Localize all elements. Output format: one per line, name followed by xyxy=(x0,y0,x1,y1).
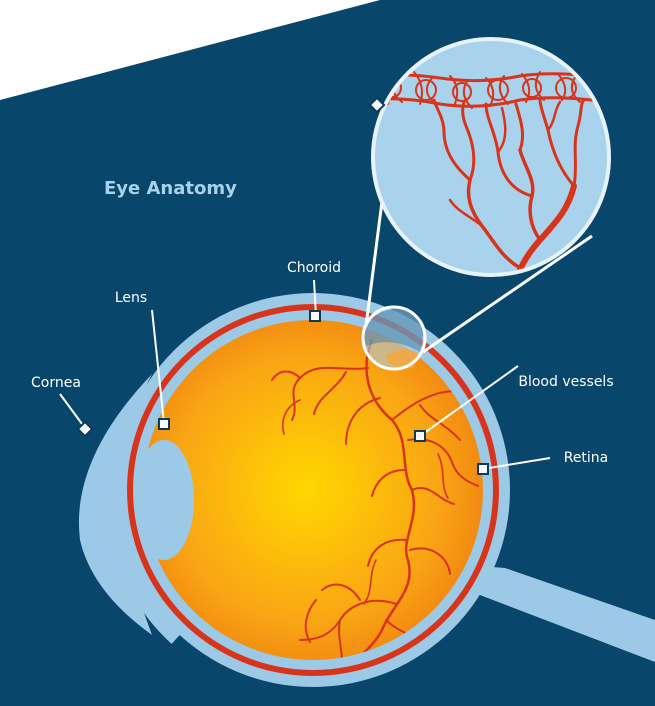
zoom-origin xyxy=(363,307,425,369)
lens xyxy=(134,440,194,560)
label-blood-vessels: Blood vessels xyxy=(518,374,613,390)
label-cornea: Cornea xyxy=(31,375,81,391)
vitreous-interior xyxy=(143,320,483,660)
diagram-title: Eye Anatomy xyxy=(104,178,237,199)
label-choroid: Choroid xyxy=(287,260,341,276)
label-lens: Lens xyxy=(115,290,147,306)
label-retina: Retina xyxy=(564,450,609,466)
